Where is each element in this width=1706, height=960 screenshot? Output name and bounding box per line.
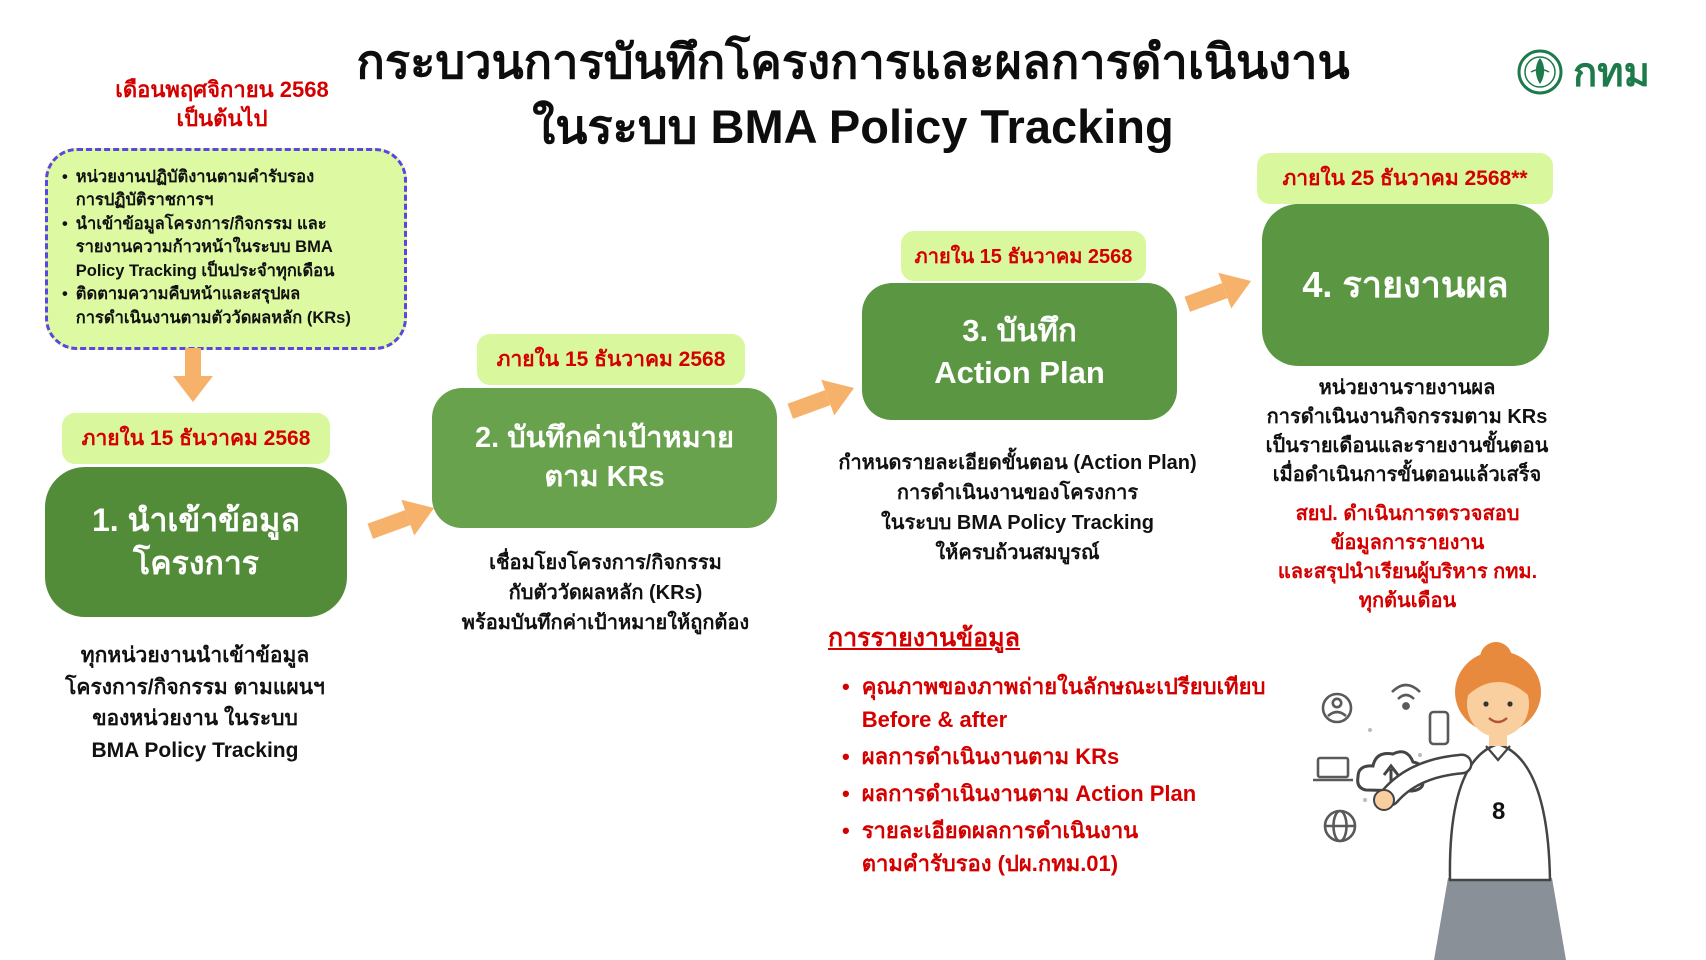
reporting-bullet: • ผลการดำเนินงานตาม KRs: [842, 740, 1348, 773]
arrow-right-icon: [1184, 272, 1252, 312]
reporting-bullet-text: ผลการดำเนินงานตาม Action Plan: [861, 781, 1197, 806]
intro-box: • หน่วยงานปฏิบัติงานตามคำรับรอง การปฏิบั…: [45, 148, 407, 350]
illustration-woman-technology: [1313, 642, 1566, 960]
page-title: กระบวนการบันทึกโครงการและผลการดำเนินงาน …: [0, 30, 1706, 160]
step-3-description: กำหนดรายละเอียดขั้นตอน (Action Plan) การ…: [838, 452, 1197, 564]
bullet-dot: •: [62, 214, 68, 233]
step-4-box: 4. รายงานผล: [1262, 204, 1549, 366]
step-2-description: เชื่อมโยงโครงการ/กิจกรรม กับตัววัดผลหลัก…: [461, 552, 750, 634]
page-title-line2: ในระบบ BMA Policy Tracking: [532, 99, 1174, 153]
tech-icons: [1313, 683, 1450, 843]
reporting-heading: การรายงานข้อมูล: [828, 624, 1020, 652]
step-1-title: 1. นำเข้าข้อมูล โครงการ: [92, 501, 300, 581]
arrow-right-icon: [367, 499, 435, 539]
intro-bullet-text: หน่วยงานปฏิบัติงานตามคำรับรอง การปฏิบัติ…: [75, 168, 315, 210]
step-4-deadline-badge: ภายใน 25 ธันวาคม 2568**: [1257, 153, 1553, 204]
woman-figure: [1373, 642, 1566, 960]
page-number: 8: [1492, 798, 1506, 825]
step-3-box: 3. บันทึก Action Plan: [862, 283, 1177, 420]
step-1-deadline-badge: ภายใน 15 ธันวาคม 2568: [62, 413, 330, 464]
step-3-title: 3. บันทึก Action Plan: [934, 312, 1105, 390]
bullet-dot: •: [842, 744, 850, 769]
step-4-review-note: สยป. ดำเนินการตรวจสอบ ข้อมูลการรายงาน แล…: [1277, 503, 1538, 612]
bullet-dot: •: [842, 674, 850, 699]
reporting-bullet: • คุณภาพของภาพถ่ายในลักษณะเปรียบเทียบ Be…: [842, 670, 1348, 736]
intro-bullet-text: นำเข้าข้อมูลโครงการ/กิจกรรม และ รายงานคว…: [75, 214, 335, 280]
intro-bullet: • หน่วยงานปฏิบัติงานตามคำรับรอง การปฏิบั…: [62, 166, 390, 213]
step-1-description: ทุกหน่วยงานนำเข้าข้อมูล โครงการ/กิจกรรม …: [65, 644, 325, 762]
step-1-box: 1. นำเข้าข้อมูล โครงการ: [45, 467, 347, 617]
bullet-dot: •: [62, 285, 68, 304]
reporting-bullet-text: คุณภาพของภาพถ่ายในลักษณะเปรียบเทียบ Befo…: [861, 674, 1266, 732]
bullet-dot: •: [842, 818, 850, 843]
effective-date-note: เดือนพฤศจิกายน 2568 เป็นต้นไป: [115, 77, 329, 131]
step-4-title: 4. รายงานผล: [1302, 263, 1509, 305]
intro-bullet: • ติดตามความคืบหน้าและสรุปผล การดำเนินงา…: [62, 283, 390, 330]
arrow-right-icon: [787, 379, 855, 419]
step-2-title: 2. บันทึกค่าเป้าหมาย ตาม KRs: [475, 421, 734, 493]
page-title-line1: กระบวนการบันทึกโครงการและผลการดำเนินงาน: [356, 35, 1350, 88]
bma-emblem-icon: [1517, 49, 1563, 95]
step-3-deadline-badge: ภายใน 15 ธันวาคม 2568: [901, 231, 1146, 281]
bullet-dot: •: [62, 168, 68, 186]
reporting-bullet: • รายละเอียดผลการดำเนินงาน ตามคำรับรอง (…: [842, 814, 1348, 880]
reporting-bullet-text: รายละเอียดผลการดำเนินงาน ตามคำรับรอง (ปผ…: [861, 818, 1139, 876]
bma-logo-text: กทม: [1573, 51, 1650, 95]
bma-logo: กทม: [1517, 40, 1650, 104]
step-2-box: 2. บันทึกค่าเป้าหมาย ตาม KRs: [432, 388, 777, 528]
arrow-down-icon: [173, 348, 213, 402]
reporting-bullet: • ผลการดำเนินงานตาม Action Plan: [842, 777, 1348, 810]
intro-bullet: • นำเข้าข้อมูลโครงการ/กิจกรรม และ รายงาน…: [62, 213, 390, 283]
step-2-deadline-badge: ภายใน 15 ธันวาคม 2568: [477, 334, 745, 385]
step-4-description: หน่วยงานรายงานผล การดำเนินงานกิจกรรมตาม …: [1265, 377, 1549, 486]
reporting-bullet-text: ผลการดำเนินงานตาม KRs: [861, 744, 1120, 769]
reporting-section: การรายงานข้อมูล • คุณภาพของภาพถ่ายในลักษ…: [828, 618, 1348, 884]
bullet-dot: •: [842, 781, 850, 806]
intro-bullet-text: ติดตามความคืบหน้าและสรุปผล การดำเนินงานต…: [75, 285, 351, 327]
